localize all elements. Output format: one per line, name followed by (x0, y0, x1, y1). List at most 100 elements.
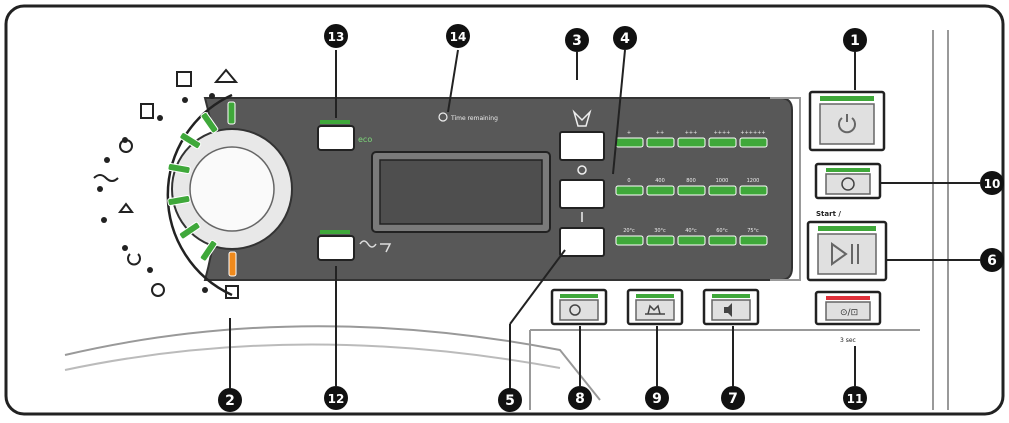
program-dial-dots (97, 93, 215, 293)
option-led (646, 185, 675, 196)
clock-icon (438, 112, 448, 122)
rinse-icon (225, 285, 239, 299)
time-saver-icon (569, 304, 581, 316)
option-led (646, 235, 675, 246)
tshirt-icon (140, 103, 154, 119)
program-icons (93, 68, 239, 299)
led-start (818, 226, 876, 231)
callout-2-badge (218, 388, 242, 412)
option-led (677, 185, 706, 196)
option-label: + (627, 130, 631, 136)
child-lock-button[interactable] (825, 301, 871, 321)
option-led (739, 137, 768, 148)
time-remaining-label: Time remaining (450, 115, 498, 122)
callout-10-label: 10 (984, 177, 1001, 191)
dial-leds (167, 101, 237, 277)
start-pause-button[interactable] (817, 233, 877, 275)
callout-7-badge (721, 386, 745, 410)
extra-rinse-icon (359, 240, 392, 253)
temperature-button[interactable] (559, 227, 605, 257)
quick-icon (127, 253, 141, 266)
option-led (615, 185, 644, 196)
callout-2-label: 2 (225, 393, 235, 409)
option-label: 0 (627, 178, 630, 184)
led-sound (712, 294, 750, 298)
option-label: ++++ (714, 130, 731, 136)
callout-12-label: 12 (328, 392, 345, 406)
callout-6-badge (980, 248, 1004, 272)
shirt-icon (176, 71, 192, 87)
option-label: 800 (686, 178, 696, 184)
callout-4-label: 4 (620, 31, 630, 47)
callout-10-badge (980, 171, 1004, 195)
option-label: 20°c (623, 228, 635, 234)
option-led (739, 185, 768, 196)
spin-icon (151, 283, 165, 297)
option-label: 60°c (716, 228, 728, 234)
callout-4-badge (613, 26, 637, 50)
callout-6-label: 6 (987, 253, 997, 269)
led-eco (320, 120, 350, 124)
panel-edge (770, 97, 801, 281)
option-led (677, 235, 706, 246)
leader-lines (229, 49, 980, 390)
time-saver-button[interactable] (559, 299, 599, 321)
callout-5-label: 5 (505, 393, 515, 409)
option-led (708, 137, 737, 148)
option-label: 75°c (747, 228, 759, 234)
option-led (708, 235, 737, 246)
callout-11-label: 11 (847, 392, 864, 406)
callout-14-badge (446, 24, 470, 48)
callout-13-label: 13 (328, 30, 345, 44)
option-led (739, 235, 768, 246)
option-label: 30°c (654, 228, 666, 234)
start-label: Start / (816, 210, 841, 218)
prewash-icon (645, 304, 665, 315)
callout-3-label: 3 (572, 33, 582, 49)
option-label: +++ (685, 130, 698, 136)
spin-icon (577, 165, 587, 175)
callout-1-badge (843, 28, 867, 52)
mix-icon (93, 174, 119, 182)
callout-8-label: 8 (575, 391, 585, 407)
soil-level-button[interactable] (559, 131, 605, 161)
spin-speed-button[interactable] (559, 179, 605, 209)
led-delay (826, 168, 870, 172)
led-lock (826, 296, 870, 300)
callout-5-badge (498, 388, 522, 412)
bottom-buttons (550, 288, 760, 326)
power-icon (838, 114, 856, 134)
warning-icon (213, 68, 239, 83)
baby-icon (118, 202, 134, 213)
led-extra (320, 230, 350, 234)
option-led (708, 185, 737, 196)
callout-9-label: 9 (652, 391, 662, 407)
delay-button[interactable] (825, 173, 871, 195)
option-led (646, 137, 675, 148)
power-button[interactable] (819, 103, 875, 145)
option-label: 1200 (747, 178, 760, 184)
speaker-icon (724, 303, 732, 317)
soil-icon (572, 109, 592, 127)
option-label: 40°c (685, 228, 697, 234)
callout-7-label: 7 (728, 391, 738, 407)
callout-3-badge (565, 28, 589, 52)
lock-icon: ⊙/⊡ (840, 308, 858, 318)
body-curve (64, 325, 601, 401)
option-label: ++++++ (740, 130, 765, 136)
callout-1-label: 1 (850, 33, 860, 49)
play-pause-icon (831, 242, 859, 266)
option-label: ++ (656, 130, 664, 136)
callout-8-badge (568, 386, 592, 410)
option-label: 400 (655, 178, 665, 184)
callout-12-badge (324, 386, 348, 410)
clock-icon (841, 177, 855, 191)
remote-label: 3 sec (840, 337, 856, 344)
extra-rinse-button[interactable] (317, 235, 355, 261)
eco-button[interactable] (317, 125, 355, 151)
program-dial-knob[interactable] (189, 146, 275, 232)
